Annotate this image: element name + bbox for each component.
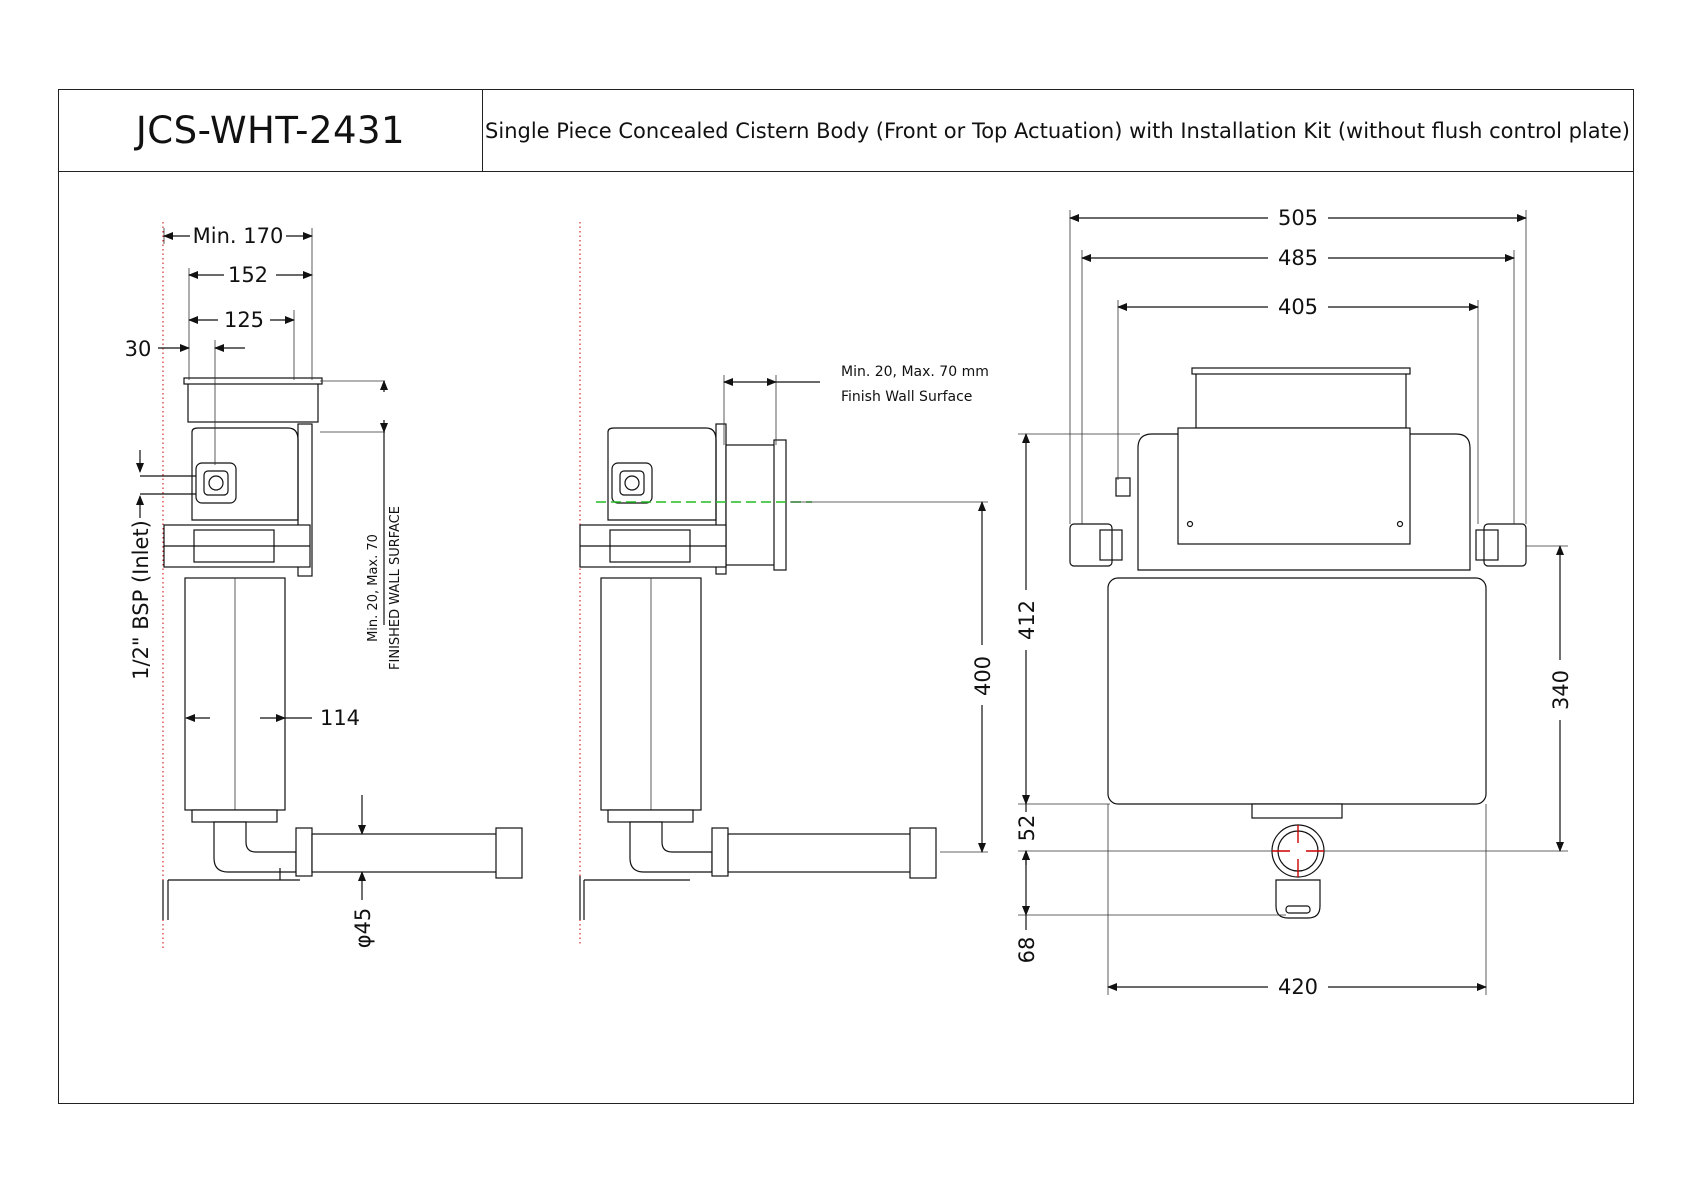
bottom-fixing-tab xyxy=(1275,879,1321,919)
dim-405: 405 xyxy=(1278,295,1318,319)
actuator-housing xyxy=(1177,427,1411,545)
dim-412: 412 xyxy=(1015,600,1039,640)
flush-pipe-side xyxy=(311,833,501,873)
middle-note-line1: Min. 20, Max. 70 mm xyxy=(841,364,989,380)
side-view: Min. 170 152 125 30 114 φ45 1/2" BSP (In… xyxy=(125,222,523,950)
dim-52: 52 xyxy=(1015,815,1039,842)
front-view: 505 485 405 412 52 68 340 xyxy=(1015,206,1573,999)
product-code-cell: JCS-WHT-2431 xyxy=(59,90,483,171)
dim-505: 505 xyxy=(1278,206,1318,230)
outlet-centre-mark xyxy=(1272,825,1324,877)
dim-125: 125 xyxy=(224,308,264,332)
dim-68: 68 xyxy=(1015,937,1039,964)
description-cell: Single Piece Concealed Cistern Body (Fro… xyxy=(482,90,1633,171)
cistern-tank-front xyxy=(1107,577,1487,805)
drawing-sheet: JCS-WHT-2431 Single Piece Concealed Cist… xyxy=(58,89,1634,1104)
dim-30: 30 xyxy=(125,337,152,361)
title-block: JCS-WHT-2431 Single Piece Concealed Cist… xyxy=(59,90,1633,172)
product-description: Single Piece Concealed Cistern Body (Fro… xyxy=(485,118,1630,143)
finish-note-line2: FINISHED WALL SURFACE xyxy=(388,506,403,670)
left-bracket-front xyxy=(1069,523,1113,567)
product-code: JCS-WHT-2431 xyxy=(135,109,406,152)
wall-sleeve xyxy=(725,444,777,566)
inlet-valve xyxy=(195,462,237,504)
flush-bend-middle xyxy=(629,821,713,873)
flush-bend xyxy=(213,821,297,873)
dim-400: 400 xyxy=(971,656,995,696)
right-bracket-front xyxy=(1483,523,1527,567)
inlet-label: 1/2" BSP (Inlet) xyxy=(129,520,153,680)
flush-pipe-middle xyxy=(727,833,917,873)
dim-min170: Min. 170 xyxy=(193,224,284,248)
middle-note-line2: Finish Wall Surface xyxy=(841,389,972,405)
top-grille xyxy=(187,379,319,423)
middle-view: Min. 20, Max. 70 mm Finish Wall Surface … xyxy=(579,222,995,945)
dim-152: 152 xyxy=(228,263,268,287)
dim-420: 420 xyxy=(1278,975,1318,999)
dim-114: 114 xyxy=(320,706,360,730)
front-grille xyxy=(1195,369,1407,429)
finish-note-line1: Min. 20, Max. 70 xyxy=(366,534,381,642)
dim-485: 485 xyxy=(1278,246,1318,270)
inlet-valve-middle xyxy=(611,462,653,504)
dim-340: 340 xyxy=(1549,670,1573,710)
dim-45: φ45 xyxy=(351,908,375,949)
